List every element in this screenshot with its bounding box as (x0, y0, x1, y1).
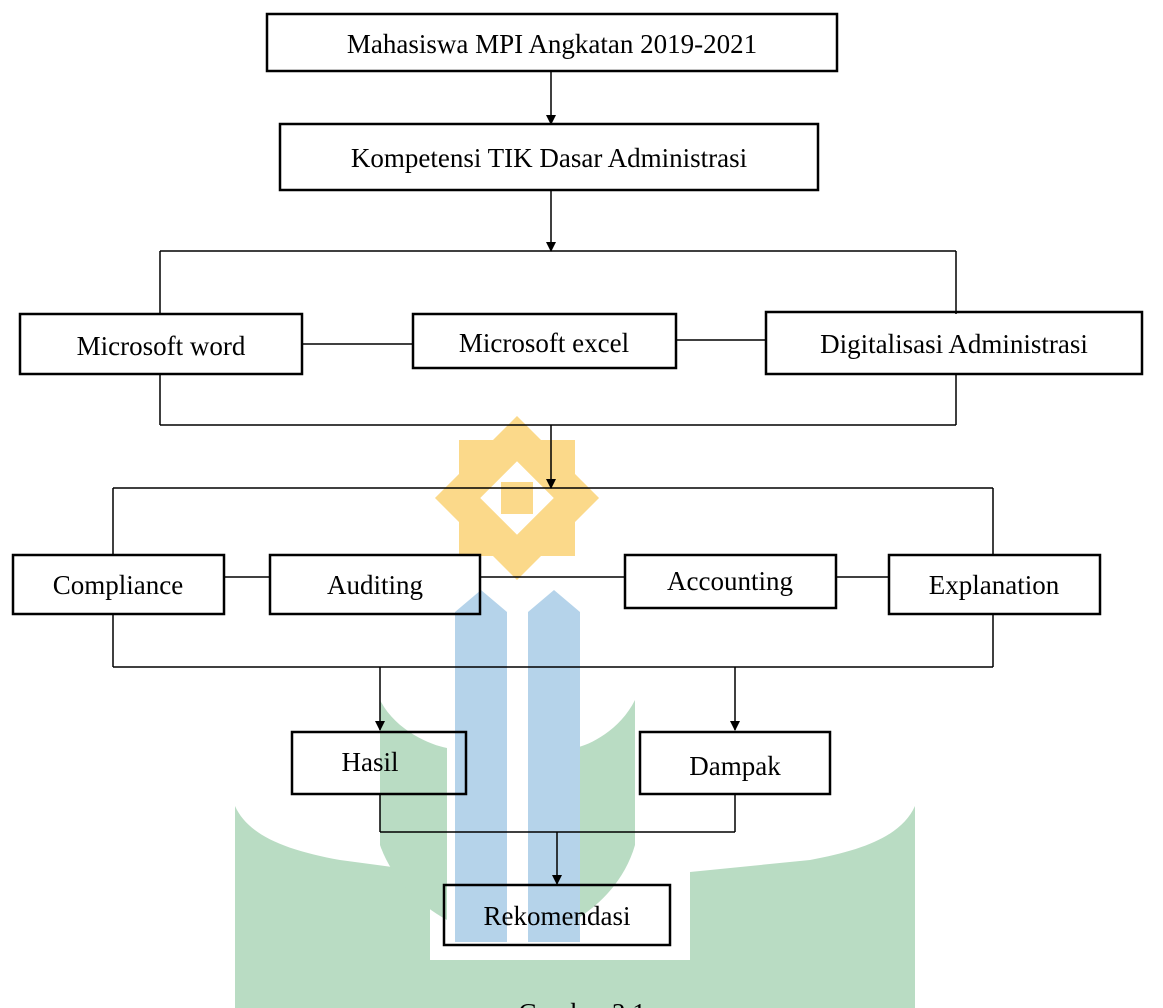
figure-caption: Gambar 2.1 (518, 998, 645, 1008)
label-digitalisasi: Digitalisasi Administrasi (820, 329, 1088, 359)
box-dampak (638, 730, 832, 796)
watermark-leaf-right (690, 806, 915, 1008)
box-rekomendasi (442, 883, 672, 947)
label-accounting: Accounting (667, 566, 793, 596)
label-explanation: Explanation (929, 570, 1060, 600)
label-auditing: Auditing (327, 570, 423, 600)
nodes (11, 12, 1144, 947)
label-dampak: Dampak (689, 751, 781, 781)
box-hasil (290, 730, 468, 796)
node-labels: Mahasiswa MPI Angkatan 2019-2021 Kompete… (53, 29, 1088, 931)
box-explanation (887, 553, 1102, 616)
watermark-leaf-upper-right (575, 700, 635, 920)
box-compliance (11, 553, 226, 616)
box-auditing (268, 553, 482, 616)
box-mahasiswa (265, 12, 839, 73)
box-word (18, 312, 304, 376)
label-word: Microsoft word (77, 331, 246, 361)
label-kompetensi: Kompetensi TIK Dasar Administrasi (351, 143, 747, 173)
label-rekomendasi: Rekomendasi (484, 901, 631, 931)
box-digitalisasi (764, 310, 1144, 376)
label-hasil: Hasil (342, 747, 399, 777)
label-compliance: Compliance (53, 570, 183, 600)
watermark-leaf-left (235, 806, 430, 1008)
connectors (112, 71, 994, 885)
label-excel: Microsoft excel (459, 328, 629, 358)
watermark-base-band (330, 960, 830, 1008)
label-mahasiswa: Mahasiswa MPI Angkatan 2019-2021 (347, 29, 757, 59)
box-accounting (623, 553, 838, 610)
watermark-pillar-cap (455, 590, 580, 612)
watermark-leaf-upper-left (380, 700, 447, 920)
box-kompetensi (278, 122, 820, 192)
box-excel (411, 312, 678, 370)
